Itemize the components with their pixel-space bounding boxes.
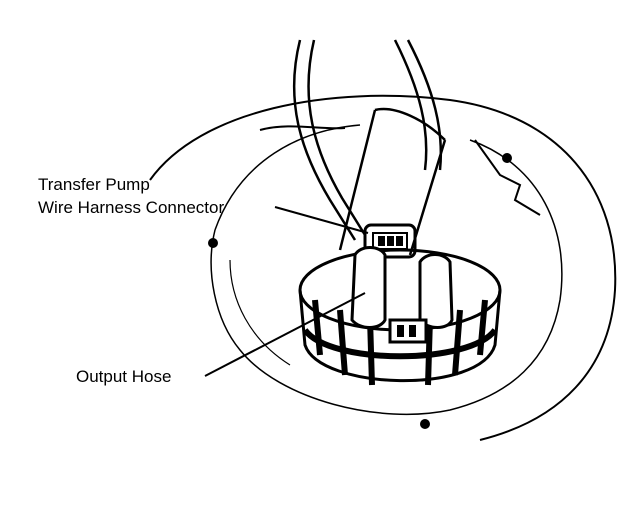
tank-screw xyxy=(208,238,218,248)
hose-left xyxy=(292,39,357,241)
pump-ribs xyxy=(312,299,488,386)
right-fitting xyxy=(418,253,454,329)
tank-screw xyxy=(420,419,430,429)
label-output-hose: Output Hose xyxy=(76,367,172,386)
pump-top xyxy=(298,248,502,332)
tank-outer-ring xyxy=(149,94,617,441)
tank-cutout-edge xyxy=(259,125,541,216)
tank-screw xyxy=(502,153,512,163)
hose-left-inner xyxy=(307,39,367,236)
tank-ring-2 xyxy=(229,259,291,366)
label-wire-harness-connector: Wire Harness Connector xyxy=(38,198,225,217)
leader-line-output-hose xyxy=(204,292,366,377)
tank-inner-ring xyxy=(210,124,563,416)
pump-connector xyxy=(388,318,428,344)
pump-body xyxy=(298,289,502,383)
label-transfer-pump: Transfer Pump xyxy=(38,175,150,194)
leader-line-connector xyxy=(274,206,369,234)
hose-right xyxy=(393,39,428,171)
output-hose-fitting xyxy=(350,246,387,329)
harness-connector xyxy=(363,223,417,259)
hose-right-inner xyxy=(406,39,443,171)
